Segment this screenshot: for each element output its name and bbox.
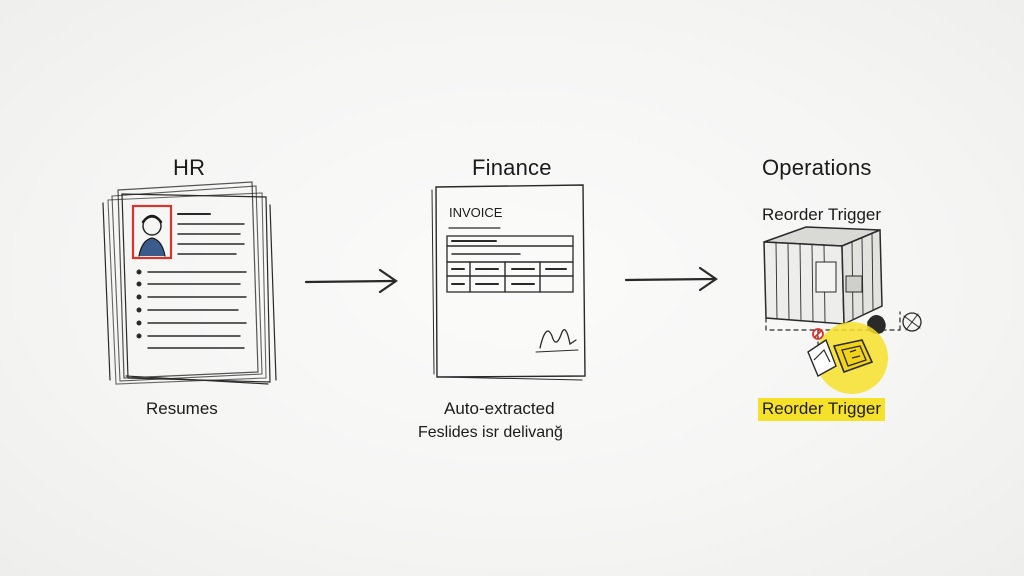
warehouse-box-icon [763, 226, 922, 347]
caption-resumes: Resumes [146, 399, 218, 418]
caption-finance-second-line: Feslides isr delivanğ [418, 424, 563, 441]
alert-marker-icon [812, 328, 824, 340]
resume-stack-icon [102, 181, 277, 385]
heading-hr: HR [173, 155, 206, 180]
arrow-right-icon [304, 268, 398, 294]
operations-sublabel: Reorder Trigger [762, 205, 882, 224]
package-highlight-icon [807, 322, 888, 394]
arrow-right-icon [624, 266, 718, 292]
heading-finance: Finance [472, 155, 552, 180]
invoice-document-icon [431, 184, 586, 381]
invoice-title: INVOICE [449, 205, 503, 220]
heading-operations: Operations [762, 155, 872, 180]
caption-reorder-trigger-highlight: Reorder Trigger [758, 398, 886, 421]
caption-auto-extracted: Auto-extracted [444, 399, 555, 418]
